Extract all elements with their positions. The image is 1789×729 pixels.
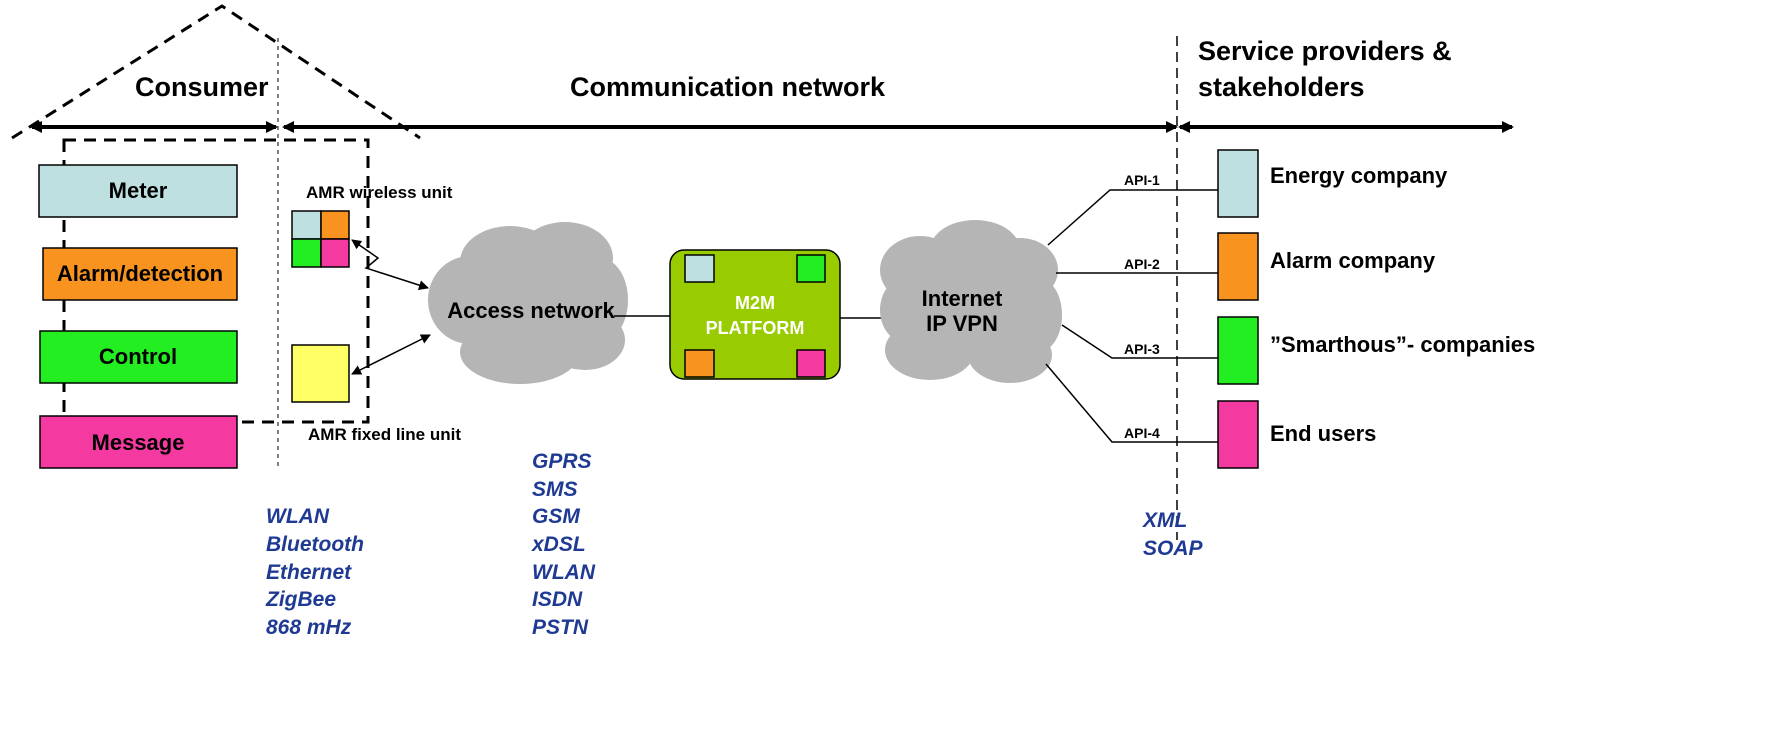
device-control: Control	[39, 330, 238, 384]
home-protocols: WLAN Bluetooth Ethernet ZigBee 868 mHz	[265, 505, 364, 639]
api-4-label: API-4	[1124, 425, 1160, 441]
internet-vpn-cloud: Internet IP VPN	[880, 220, 1062, 383]
device-label: Alarm/detection	[57, 261, 223, 286]
quad-cyan	[291, 210, 322, 240]
api-4-link	[1045, 363, 1218, 443]
amr-wireless-unit	[291, 210, 350, 268]
platform-port-orange	[684, 349, 715, 378]
api-3-link	[1061, 324, 1218, 359]
provider-end-users: End users	[1217, 400, 1376, 469]
house-roof	[11, 4, 421, 140]
platform-label-line1: M2M	[735, 293, 775, 313]
provider-label: End users	[1270, 421, 1376, 446]
protocol-item: SMS	[532, 478, 578, 501]
amr-wireless-label: AMR wireless unit	[306, 183, 453, 202]
provider-energy-company: Energy company	[1217, 149, 1448, 218]
quad-green	[291, 238, 322, 268]
api-1-link	[1047, 189, 1218, 246]
access-protocols: GPRS SMS GSM xDSL WLAN ISDN PSTN	[531, 450, 596, 639]
protocol-item: ISDN	[532, 588, 583, 611]
device-label: Message	[92, 430, 185, 455]
amr-fixed-label: AMR fixed line unit	[308, 425, 461, 444]
api-1-label: API-1	[1124, 172, 1160, 188]
device-meter: Meter	[38, 164, 238, 218]
provider-alarm-company: Alarm company	[1217, 232, 1436, 301]
consumer-header: Consumer	[135, 72, 269, 102]
internet-label-line1: Internet	[922, 286, 1003, 311]
api-3-label: API-3	[1124, 341, 1160, 357]
platform-port-magenta	[796, 349, 826, 378]
service-protocols: XML SOAP	[1142, 509, 1204, 560]
device-message: Message	[39, 415, 238, 469]
device-label: Control	[99, 344, 177, 369]
protocol-item: xDSL	[531, 533, 586, 556]
fixed-line-link	[351, 334, 431, 375]
protocol-item: ZigBee	[265, 588, 336, 611]
network-header: Communication network	[570, 72, 886, 102]
quad-orange	[320, 210, 350, 240]
protocol-item: Ethernet	[266, 561, 352, 584]
quad-magenta	[320, 238, 350, 268]
provider-box	[1217, 400, 1259, 469]
protocol-item: Bluetooth	[266, 533, 364, 556]
device-box	[38, 164, 238, 218]
protocol-item: 868 mHz	[266, 616, 352, 639]
api-2-label: API-2	[1124, 256, 1160, 272]
protocol-item: WLAN	[266, 505, 330, 528]
platform-label-line2: PLATFORM	[706, 318, 805, 338]
provider-box	[1217, 149, 1259, 218]
protocol-item: SOAP	[1143, 537, 1204, 560]
device-box	[42, 247, 238, 301]
provider-label: Alarm company	[1270, 248, 1436, 273]
device-box	[39, 415, 238, 469]
protocol-item: XML	[1142, 509, 1187, 532]
device-alarm-detection: Alarm/detection	[42, 247, 238, 301]
device-label: Meter	[109, 178, 168, 203]
provider-box	[1217, 316, 1259, 385]
m2m-platform: M2M PLATFORM	[669, 249, 841, 380]
provider-smarthous-companies: ”Smarthous”- companies	[1217, 316, 1535, 385]
providers-header-line1: Service providers &	[1198, 36, 1452, 66]
access-network-label: Access network	[447, 298, 615, 323]
provider-label: Energy company	[1270, 163, 1448, 188]
providers-header-line2: stakeholders	[1198, 72, 1365, 102]
protocol-item: GSM	[532, 505, 580, 528]
device-box	[39, 330, 238, 384]
protocol-item: GPRS	[532, 450, 592, 473]
provider-box	[1217, 232, 1259, 301]
wireless-link	[351, 239, 429, 290]
access-network-cloud: Access network	[428, 222, 628, 384]
protocol-item: PSTN	[532, 616, 589, 639]
provider-label: ”Smarthous”- companies	[1270, 332, 1535, 357]
platform-port-cyan	[684, 254, 715, 283]
platform-port-green	[796, 254, 826, 283]
protocol-item: WLAN	[532, 561, 596, 584]
internet-label-line2: IP VPN	[926, 311, 998, 336]
amr-fixed-unit	[291, 344, 350, 403]
